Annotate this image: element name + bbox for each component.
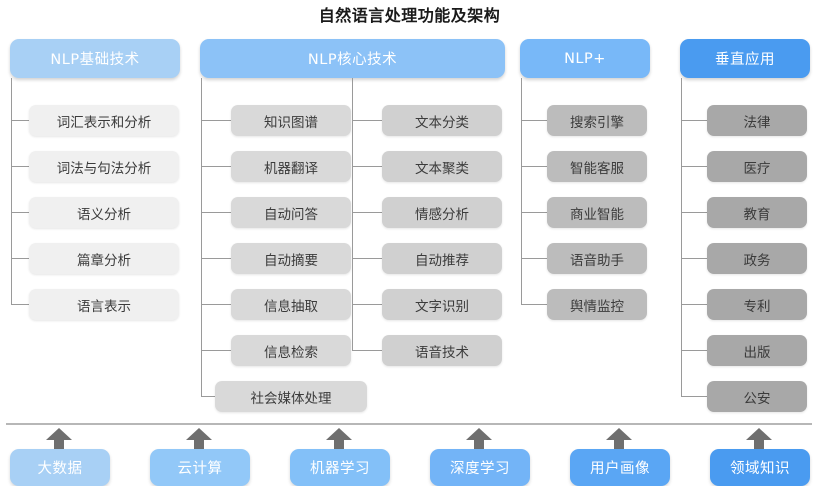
connector-hline bbox=[11, 258, 29, 259]
connector-hline bbox=[201, 304, 231, 305]
arrow-up-icon bbox=[606, 428, 632, 450]
connector-hline bbox=[11, 120, 29, 121]
foundation-box-domain-knowledge[interactable]: 领域知识 bbox=[710, 449, 810, 486]
connector-hline bbox=[201, 212, 231, 213]
list-item[interactable]: 自动推荐 bbox=[382, 243, 502, 274]
list-item[interactable]: 法律 bbox=[707, 105, 807, 136]
column-header-nlp-basic[interactable]: NLP基础技术 bbox=[10, 39, 180, 78]
list-item[interactable]: 文字识别 bbox=[382, 289, 502, 320]
arrow-up-icon bbox=[186, 428, 212, 450]
list-item[interactable]: 舆情监控 bbox=[547, 289, 647, 320]
list-item[interactable]: 教育 bbox=[707, 197, 807, 228]
column-header-vertical-apps[interactable]: 垂直应用 bbox=[680, 39, 810, 78]
connector-hline bbox=[11, 166, 29, 167]
list-item[interactable]: 机器翻译 bbox=[231, 151, 351, 182]
connector-hline bbox=[201, 166, 231, 167]
list-item[interactable]: 信息检索 bbox=[231, 335, 351, 366]
connector-vline bbox=[352, 78, 353, 350]
list-item[interactable]: 词法与句法分析 bbox=[29, 151, 179, 182]
list-item[interactable]: 医疗 bbox=[707, 151, 807, 182]
arrow-up-icon bbox=[46, 428, 72, 450]
connector-hline bbox=[521, 212, 547, 213]
list-item[interactable]: 政务 bbox=[707, 243, 807, 274]
list-item[interactable]: 商业智能 bbox=[547, 197, 647, 228]
connector-vline bbox=[201, 78, 202, 396]
connector-hline bbox=[11, 212, 29, 213]
list-item[interactable]: 语义分析 bbox=[29, 197, 179, 228]
connector-hline bbox=[352, 258, 382, 259]
connector-hline bbox=[681, 166, 707, 167]
connector-hline bbox=[521, 166, 547, 167]
list-item[interactable]: 专利 bbox=[707, 289, 807, 320]
list-item[interactable]: 社会媒体处理 bbox=[215, 381, 367, 412]
connector-hline bbox=[681, 120, 707, 121]
list-item[interactable]: 篇章分析 bbox=[29, 243, 179, 274]
arrow-up-icon bbox=[326, 428, 352, 450]
connector-vline bbox=[11, 78, 12, 305]
connector-hline bbox=[352, 304, 382, 305]
connector-hline bbox=[352, 212, 382, 213]
list-item[interactable]: 文本聚类 bbox=[382, 151, 502, 182]
connector-hline bbox=[201, 350, 231, 351]
list-item[interactable]: 公安 bbox=[707, 381, 807, 412]
list-item[interactable]: 知识图谱 bbox=[231, 105, 351, 136]
connector-hline bbox=[681, 258, 707, 259]
list-item[interactable]: 出版 bbox=[707, 335, 807, 366]
connector-hline bbox=[681, 350, 707, 351]
connector-hline bbox=[352, 166, 382, 167]
list-item[interactable]: 词汇表示和分析 bbox=[29, 105, 179, 136]
arrow-up-icon bbox=[466, 428, 492, 450]
column-header-nlp-plus[interactable]: NLP+ bbox=[520, 39, 650, 78]
connector-hline bbox=[201, 120, 231, 121]
list-item[interactable]: 语音技术 bbox=[382, 335, 502, 366]
foundation-box-cloud-computing[interactable]: 云计算 bbox=[150, 449, 250, 486]
connector-hline bbox=[11, 304, 29, 305]
foundation-box-machine-learning[interactable]: 机器学习 bbox=[290, 449, 390, 486]
list-item[interactable]: 自动问答 bbox=[231, 197, 351, 228]
connector-hline bbox=[352, 350, 382, 351]
connector-hline bbox=[352, 120, 382, 121]
list-item[interactable]: 语言表示 bbox=[29, 289, 179, 320]
connector-hline bbox=[681, 212, 707, 213]
foundation-box-big-data[interactable]: 大数据 bbox=[10, 449, 110, 486]
connector-vline bbox=[521, 78, 522, 305]
connector-vline bbox=[681, 78, 682, 396]
list-item[interactable]: 情感分析 bbox=[382, 197, 502, 228]
list-item[interactable]: 语音助手 bbox=[547, 243, 647, 274]
list-item[interactable]: 搜索引擎 bbox=[547, 105, 647, 136]
list-item[interactable]: 信息抽取 bbox=[231, 289, 351, 320]
page-title: 自然语言处理功能及架构 bbox=[318, 6, 501, 25]
foundation-box-user-profile[interactable]: 用户画像 bbox=[570, 449, 670, 486]
list-item[interactable]: 智能客服 bbox=[547, 151, 647, 182]
connector-hline bbox=[681, 304, 707, 305]
connector-hline bbox=[521, 304, 547, 305]
connector-hline bbox=[681, 396, 707, 397]
arrow-up-icon bbox=[746, 428, 772, 450]
foundation-box-deep-learning[interactable]: 深度学习 bbox=[430, 449, 530, 486]
connector-hline bbox=[201, 258, 231, 259]
list-item[interactable]: 自动摘要 bbox=[231, 243, 351, 274]
connector-hline bbox=[521, 258, 547, 259]
connector-hline bbox=[521, 120, 547, 121]
base-divider bbox=[6, 423, 812, 425]
list-item[interactable]: 文本分类 bbox=[382, 105, 502, 136]
column-header-nlp-core[interactable]: NLP核心技术 bbox=[200, 39, 505, 78]
